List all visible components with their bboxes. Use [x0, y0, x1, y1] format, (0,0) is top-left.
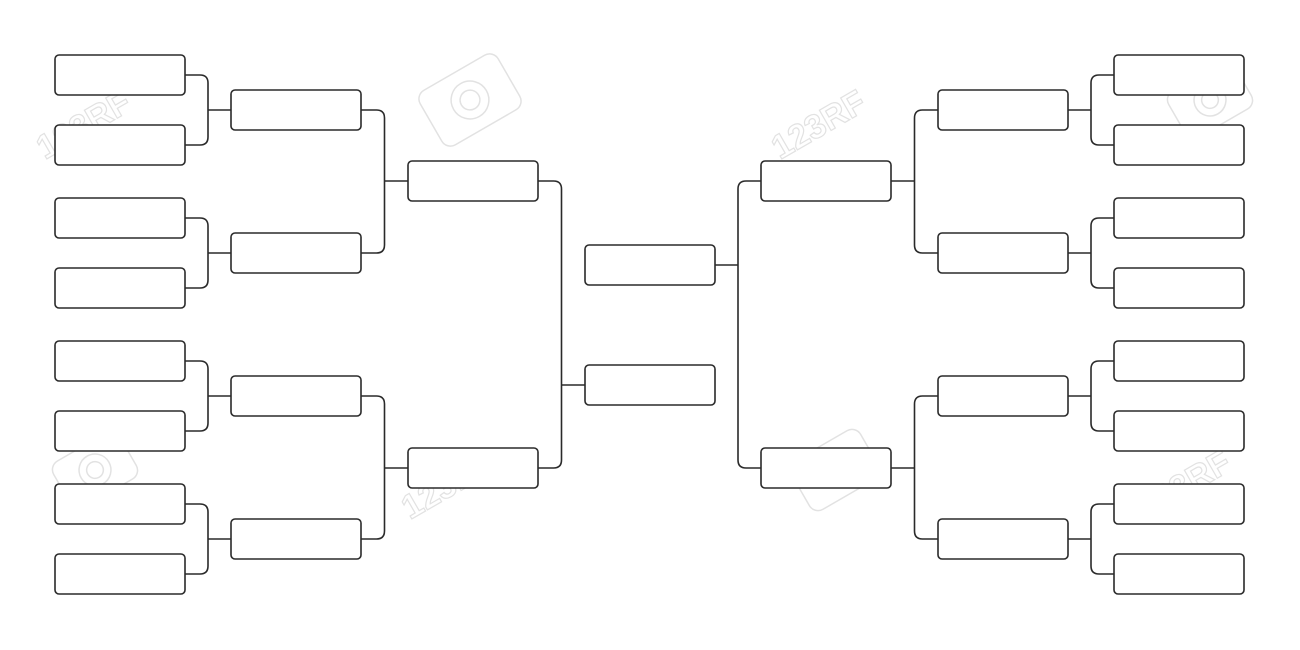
match-L1-6[interactable] — [54, 410, 186, 452]
connector-R1-4 — [1068, 503, 1114, 575]
match-R2-1[interactable] — [937, 89, 1069, 131]
match-L3-1[interactable] — [407, 160, 539, 202]
final-slot-1[interactable] — [584, 244, 716, 286]
match-L1-4[interactable] — [54, 267, 186, 309]
bracket-slots — [54, 54, 1245, 595]
match-R1-3[interactable] — [1113, 197, 1245, 239]
watermark-stamp — [418, 53, 522, 147]
watermark-text: 123RF — [765, 83, 872, 167]
connector-L1-2 — [185, 217, 231, 289]
match-R1-5[interactable] — [1113, 340, 1245, 382]
match-R3-1[interactable] — [760, 160, 892, 202]
watermark-layer: 123RF123RF123RF123RF — [29, 53, 1254, 528]
match-R1-2[interactable] — [1113, 124, 1245, 166]
connector-L3-final — [538, 180, 585, 469]
connector-R1-2 — [1068, 217, 1114, 289]
match-L1-1[interactable] — [54, 54, 186, 96]
match-L1-5[interactable] — [54, 340, 186, 382]
match-R2-4[interactable] — [937, 518, 1069, 560]
bracket-connectors — [185, 74, 1114, 575]
match-L1-3[interactable] — [54, 197, 186, 239]
match-L2-3[interactable] — [230, 375, 362, 417]
connector-R2-1 — [891, 109, 938, 254]
match-L2-2[interactable] — [230, 232, 362, 274]
match-L2-1[interactable] — [230, 89, 362, 131]
final-slot-2[interactable] — [584, 364, 716, 406]
connector-R2-2 — [891, 395, 938, 540]
connector-L1-3 — [185, 360, 231, 432]
match-R1-1[interactable] — [1113, 54, 1245, 96]
match-R1-4[interactable] — [1113, 267, 1245, 309]
match-R1-6[interactable] — [1113, 410, 1245, 452]
connector-L2-2 — [361, 395, 408, 540]
match-R1-7[interactable] — [1113, 483, 1245, 525]
match-R2-3[interactable] — [937, 375, 1069, 417]
match-L3-2[interactable] — [407, 447, 539, 489]
connector-R1-3 — [1068, 360, 1114, 432]
match-L1-7[interactable] — [54, 483, 186, 525]
match-L1-8[interactable] — [54, 553, 186, 595]
connector-L2-1 — [361, 109, 408, 254]
connector-L1-1 — [185, 74, 231, 146]
match-L1-2[interactable] — [54, 124, 186, 166]
connector-R1-1 — [1068, 74, 1114, 146]
connector-L1-4 — [185, 503, 231, 575]
match-R2-2[interactable] — [937, 232, 1069, 274]
match-L2-4[interactable] — [230, 518, 362, 560]
connector-R3-final — [715, 180, 761, 469]
match-R1-8[interactable] — [1113, 553, 1245, 595]
match-R3-2[interactable] — [760, 447, 892, 489]
